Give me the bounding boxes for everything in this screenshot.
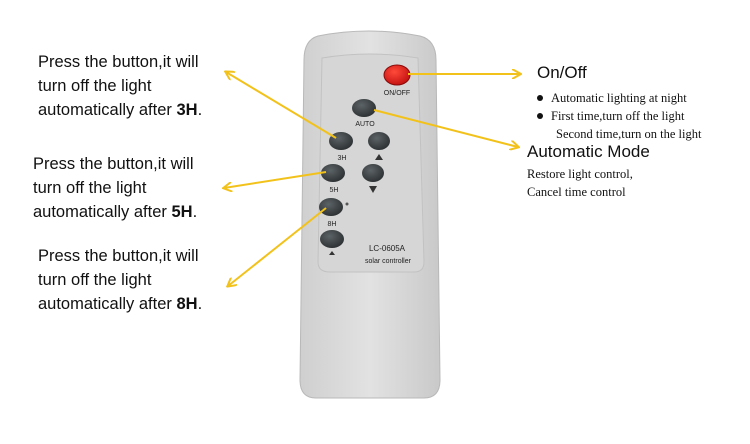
note-5h-line2: turn off the light — [33, 179, 147, 197]
auto-button[interactable] — [352, 99, 376, 117]
auto-label: AUTO — [355, 121, 375, 128]
onoff-label: ON/OFF — [384, 90, 410, 97]
5h-button[interactable] — [321, 164, 345, 182]
indicator-dot — [345, 202, 349, 206]
bullet-icon — [537, 113, 543, 120]
onoff-description: Automatic lighting at night First time,t… — [537, 89, 701, 143]
note-8h: Press the button,it will turn off the li… — [38, 244, 202, 316]
up-button[interactable] — [368, 132, 390, 150]
arrow-5h — [224, 171, 327, 188]
light-button[interactable] — [320, 230, 344, 248]
remote-face-panel — [317, 53, 425, 273]
note-5h-line1: Press the button,it will — [33, 155, 194, 173]
arrow-auto — [373, 109, 518, 147]
auto-mode-description: Restore light control, Cancel time contr… — [527, 165, 633, 201]
3h-label: 3H — [338, 155, 347, 162]
note-5h: Press the button,it will turn off the li… — [33, 152, 197, 224]
note-3h-line1: Press the button,it will — [38, 53, 199, 71]
up-arrow-icon — [375, 154, 383, 160]
3h-button[interactable] — [329, 132, 353, 150]
model-subtitle: solar controller — [365, 258, 412, 265]
8h-button[interactable] — [319, 198, 343, 216]
auto-mode-line-1: Restore light control, — [527, 167, 633, 181]
model-label: LC-0605A — [369, 244, 406, 253]
5h-label: 5H — [330, 187, 339, 194]
note-3h-line3: automatically after 3H. — [38, 101, 203, 119]
8h-label: 8H — [328, 221, 337, 228]
arrow-8h — [228, 207, 327, 286]
bullet-icon — [537, 95, 543, 102]
onoff-bullet-2: First time,turn off the light — [537, 107, 701, 125]
onoff-button[interactable] — [383, 64, 411, 86]
onoff-bullet-2-cont: Second time,turn on the light — [556, 127, 702, 141]
onoff-title: On/Off — [537, 63, 587, 82]
down-arrow-icon — [369, 186, 377, 193]
note-8h-line3: automatically after 8H. — [38, 295, 203, 313]
auto-mode-line-2: Cancel time control — [527, 185, 626, 199]
note-3h-line2: turn off the light — [38, 77, 152, 95]
note-8h-line2: turn off the light — [38, 271, 152, 289]
light-icon — [329, 251, 335, 255]
note-8h-line1: Press the button,it will — [38, 247, 199, 265]
onoff-bullet-1: Automatic lighting at night — [537, 89, 701, 107]
auto-mode-title: Automatic Mode — [527, 142, 650, 161]
arrow-3h — [226, 72, 337, 139]
note-5h-line3: automatically after 5H. — [33, 203, 198, 221]
down-button[interactable] — [362, 164, 384, 182]
note-3h: Press the button,it will turn off the li… — [38, 50, 202, 122]
